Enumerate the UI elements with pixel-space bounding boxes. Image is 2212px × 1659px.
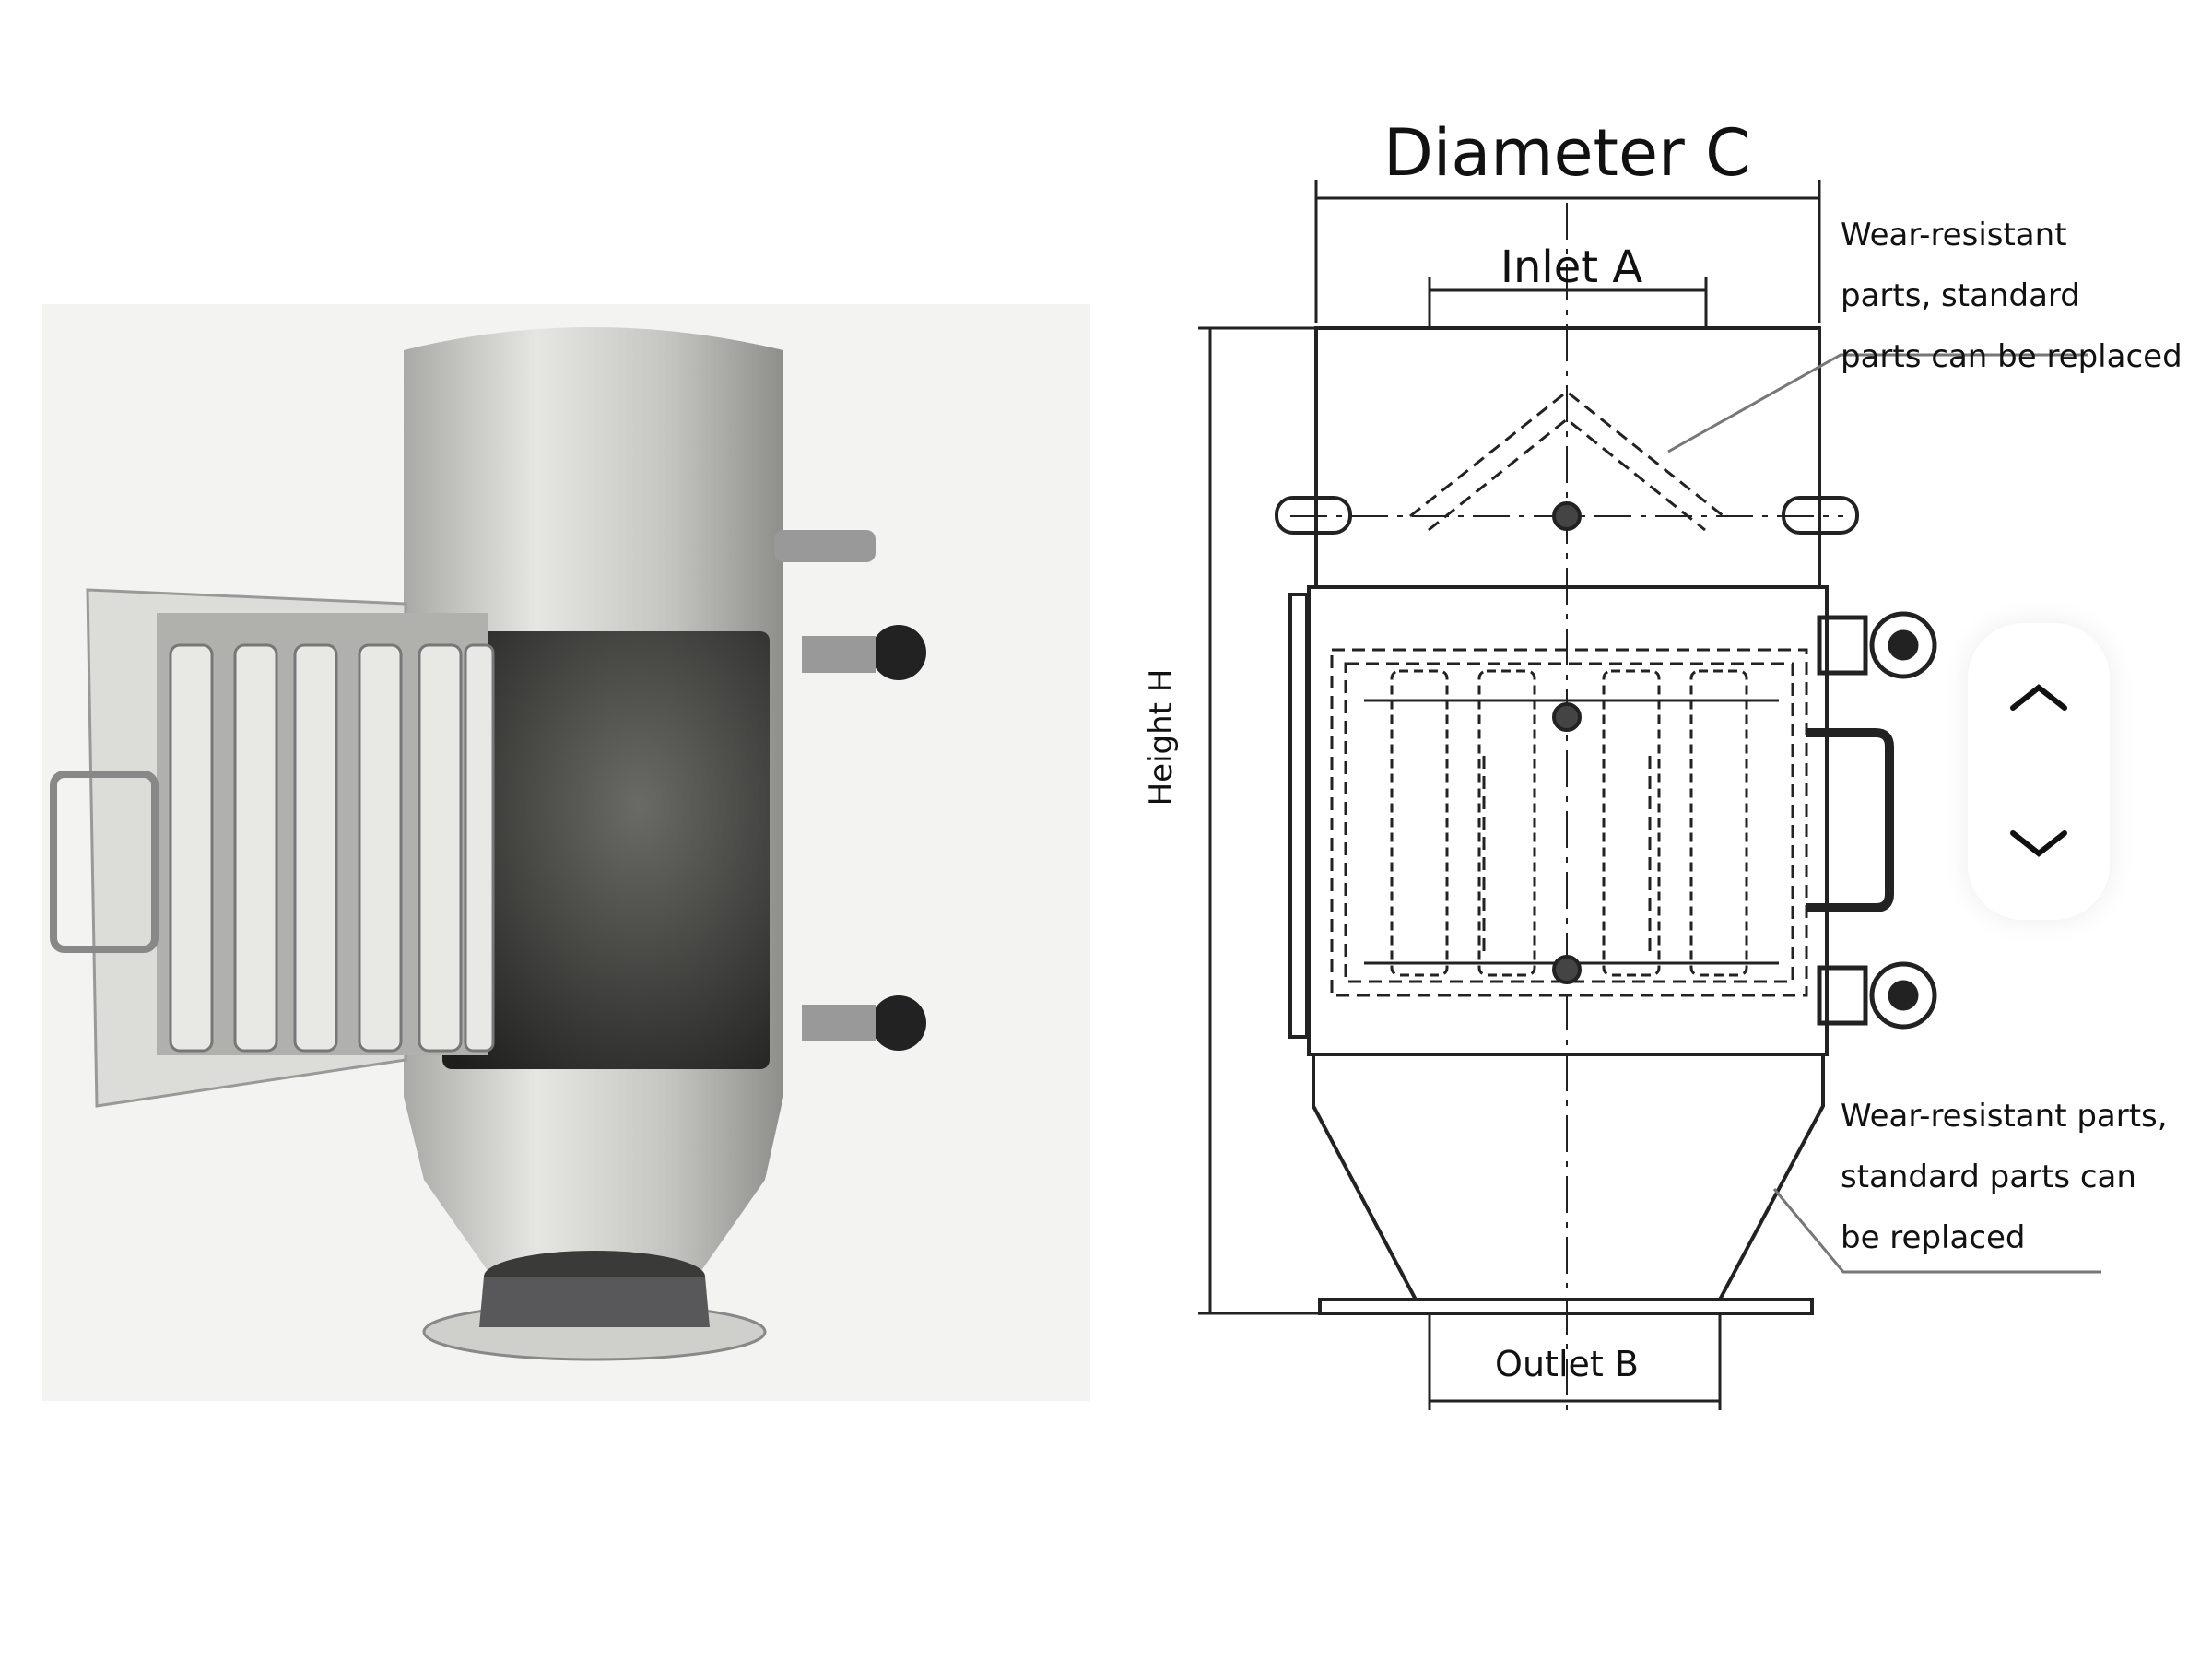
chevron-up-icon bbox=[2010, 684, 2067, 711]
inlet-label: Inlet A bbox=[1500, 241, 1643, 293]
wear-parts-note-top: Wear-resistant parts, standard parts can… bbox=[1841, 205, 2183, 387]
wear-parts-note-bottom: Wear-resistant parts, standard parts can… bbox=[1841, 1086, 2168, 1268]
chevron-down-icon bbox=[2010, 830, 2067, 857]
note-line: Wear-resistant parts, bbox=[1841, 1098, 2168, 1135]
scroll-up-button[interactable] bbox=[2002, 660, 2076, 734]
note-line: be replaced bbox=[1841, 1219, 2026, 1256]
diameter-label: Diameter C bbox=[1383, 115, 1750, 191]
height-label: Height H bbox=[1143, 668, 1180, 806]
scroll-nav bbox=[1968, 623, 2110, 920]
note-line: standard parts can bbox=[1841, 1159, 2136, 1195]
outlet-label: Outlet B bbox=[1495, 1344, 1639, 1384]
note-line: parts can be replaced bbox=[1841, 338, 2183, 375]
note-line: parts, standard bbox=[1841, 277, 2080, 314]
note-line: Wear-resistant bbox=[1841, 217, 2067, 253]
scroll-down-button[interactable] bbox=[2002, 807, 2076, 881]
